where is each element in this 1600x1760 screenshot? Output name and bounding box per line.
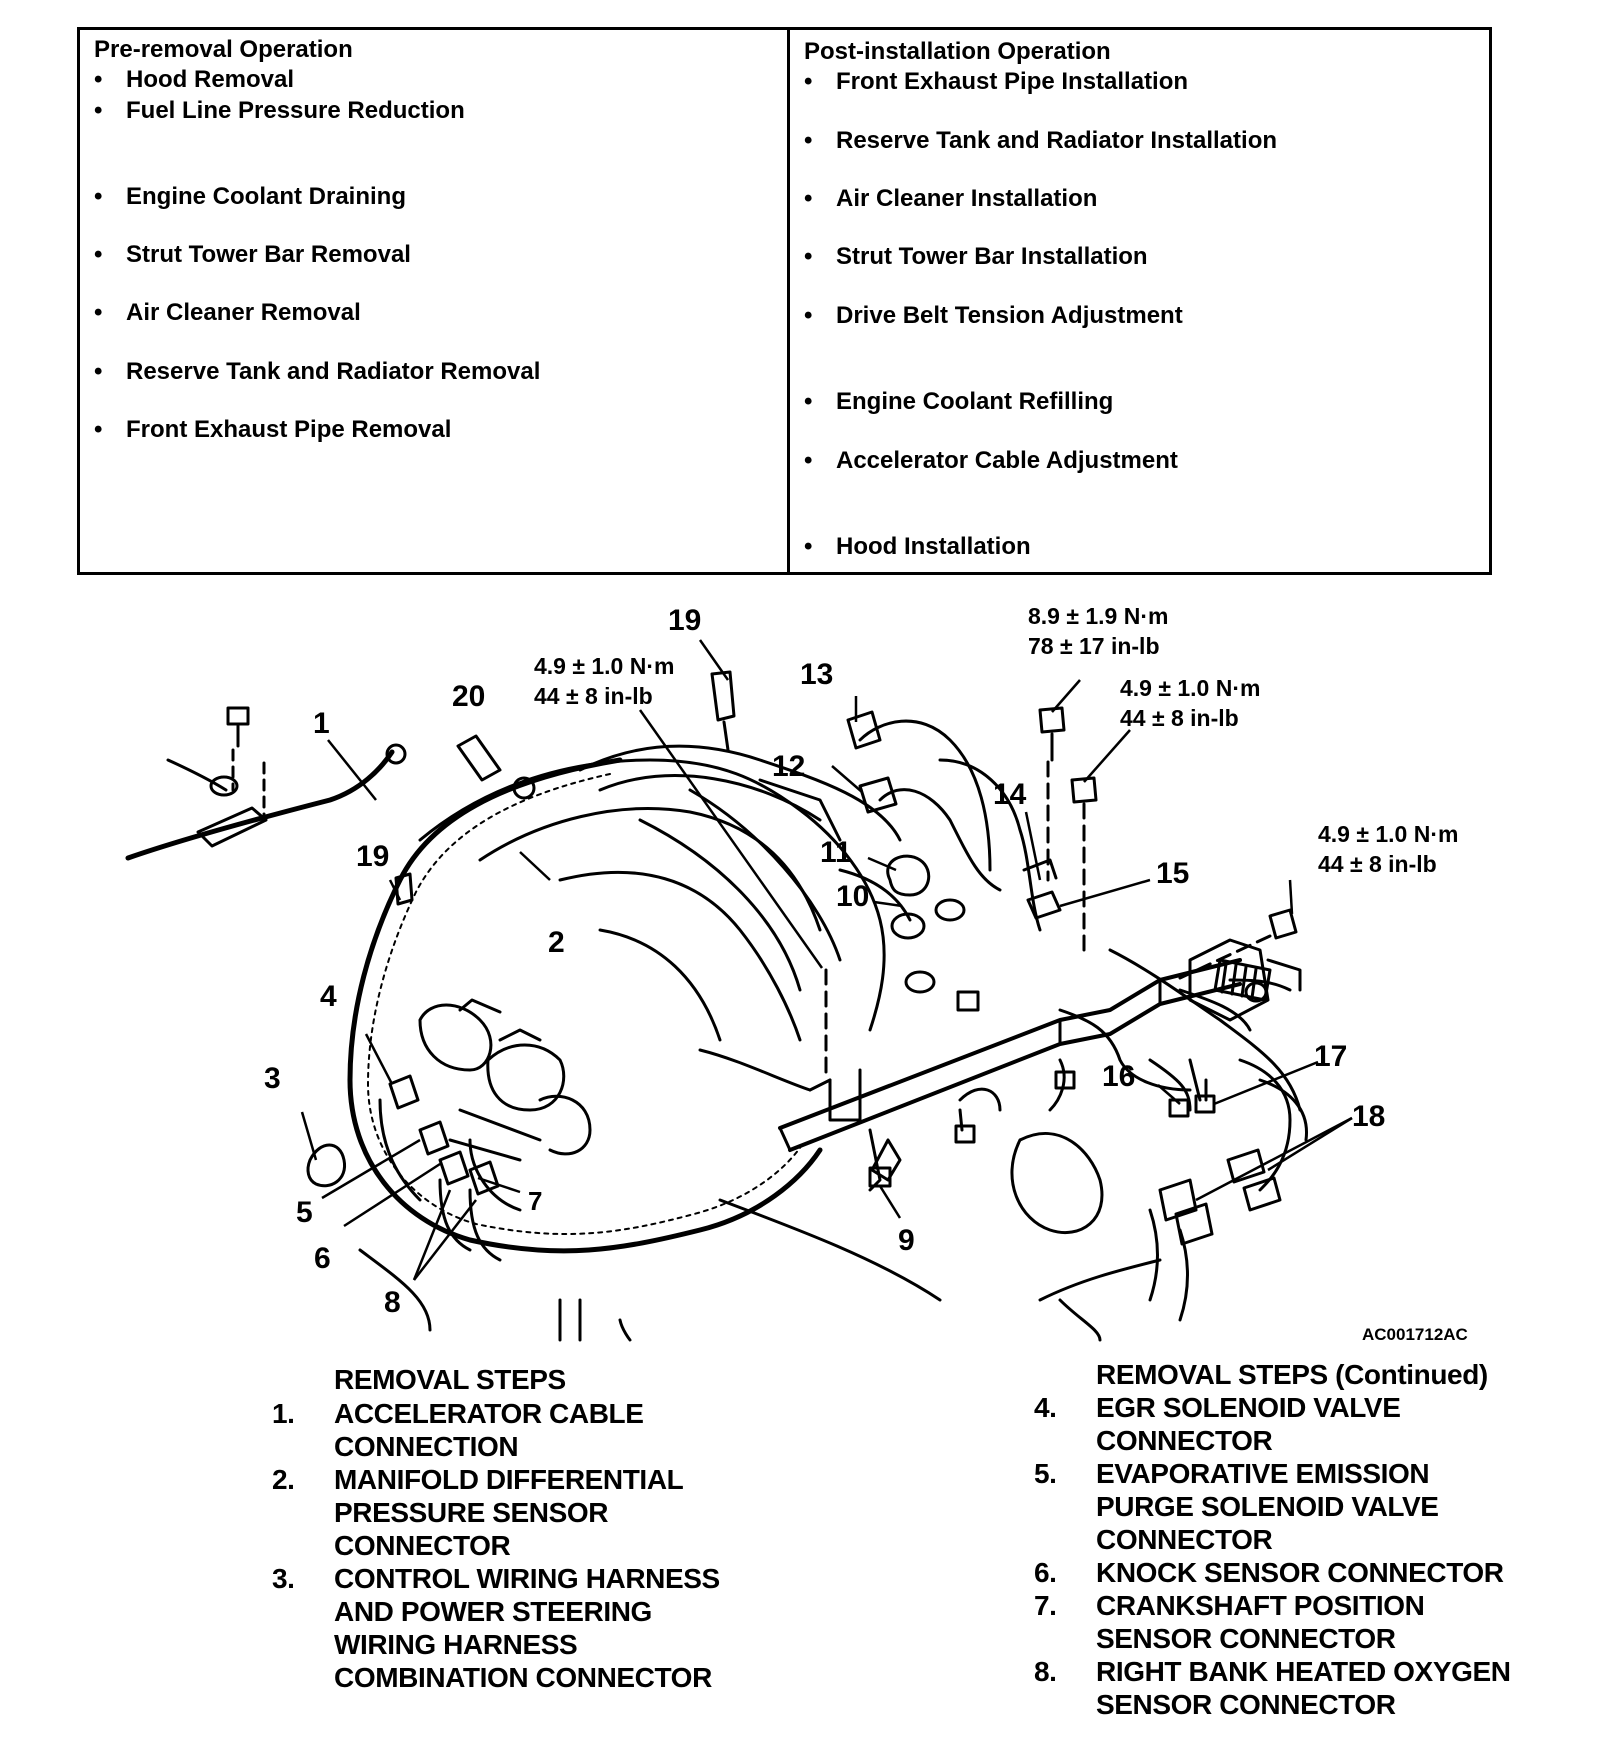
step-number: 5. (1034, 1458, 1057, 1489)
callout-2: 2 (548, 926, 565, 959)
callout-5: 5 (296, 1196, 313, 1229)
torque-spec-inlb: 44 ± 8 in-lb (1318, 851, 1437, 877)
callout-13: 13 (800, 658, 833, 691)
callout-18: 18 (1352, 1100, 1385, 1133)
step-text: CONNECTOR (1096, 1425, 1273, 1456)
engine-line-art (125, 670, 1308, 1342)
step-number: 3. (272, 1563, 295, 1594)
step-text: CONNECTOR (1096, 1524, 1273, 1555)
callout-19-top: 19 (668, 604, 701, 637)
post-installation-item: •Strut Tower Bar Installation (804, 243, 1148, 270)
step-number: 7. (1034, 1590, 1057, 1621)
callout-10: 10 (836, 880, 869, 913)
step-number: 4. (1034, 1392, 1057, 1423)
callout-6: 6 (314, 1242, 331, 1275)
step-text: PRESSURE SENSOR (334, 1497, 609, 1528)
callout-4: 4 (320, 980, 337, 1013)
leader-lines (300, 639, 1353, 1281)
post-installation-item: •Accelerator Cable Adjustment (804, 447, 1178, 474)
post-installation-item: •Hood Installation (804, 533, 1031, 560)
step-text: CONTROL WIRING HARNESS (334, 1563, 720, 1594)
torque-specs: 4.9 ± 1.0 N·m 44 ± 8 in-lb 8.9 ± 1.9 N·m… (534, 603, 1458, 877)
callout-14: 14 (993, 778, 1027, 811)
callout-20: 20 (452, 680, 485, 713)
post-installation-heading: Post-installation Operation (804, 38, 1111, 65)
step-number: 8. (1034, 1656, 1057, 1687)
step-text: SENSOR CONNECTOR (1096, 1689, 1396, 1720)
callout-15: 15 (1156, 857, 1189, 890)
step-text: AND POWER STEERING (334, 1596, 652, 1627)
post-installation-item: •Air Cleaner Installation (804, 185, 1098, 212)
step-text: ACCELERATOR CABLE (334, 1398, 644, 1429)
callout-3: 3 (264, 1062, 281, 1095)
callout-labels: 1 2 3 4 5 6 7 8 9 10 11 12 13 14 15 16 1… (264, 604, 1385, 1319)
removal-steps-continued-heading: REMOVAL STEPS (Continued) (1096, 1359, 1488, 1390)
step-text: COMBINATION CONNECTOR (334, 1662, 712, 1693)
callout-7: 7 (528, 1186, 542, 1216)
torque-spec-nm: 8.9 ± 1.9 N·m (1028, 603, 1168, 629)
step-text: CONNECTOR (334, 1530, 511, 1561)
callout-9: 9 (898, 1224, 915, 1257)
torque-spec-inlb: 44 ± 8 in-lb (534, 683, 653, 709)
pre-removal-item: •Air Cleaner Removal (94, 299, 361, 326)
step-number: 6. (1034, 1557, 1057, 1588)
step-number: 2. (272, 1464, 295, 1495)
callout-8: 8 (384, 1286, 401, 1319)
removal-steps-heading: REMOVAL STEPS (334, 1364, 566, 1395)
torque-spec-nm: 4.9 ± 1.0 N·m (1318, 821, 1458, 847)
pre-removal-item: •Hood Removal (94, 66, 295, 93)
step-text: WIRING HARNESS (334, 1629, 578, 1660)
step-text: CONNECTION (334, 1431, 519, 1462)
callout-12: 12 (772, 750, 805, 783)
figure-code: AC001712AC (1362, 1325, 1468, 1344)
table-divider (787, 30, 790, 572)
pre-removal-heading: Pre-removal Operation (94, 36, 353, 63)
callout-11: 11 (820, 836, 852, 869)
step-text: CRANKSHAFT POSITION (1096, 1590, 1425, 1621)
step-text: KNOCK SENSOR CONNECTOR (1096, 1557, 1504, 1588)
step-text: EGR SOLENOID VALVE (1096, 1392, 1401, 1423)
callout-1: 1 (313, 707, 330, 740)
step-text: SENSOR CONNECTOR (1096, 1623, 1396, 1654)
post-installation-item: •Reserve Tank and Radiator Installation (804, 127, 1278, 154)
step-text: EVAPORATIVE EMISSION (1096, 1458, 1430, 1489)
torque-spec-nm: 4.9 ± 1.0 N·m (534, 653, 674, 679)
pre-removal-item: •Fuel Line Pressure Reduction (94, 97, 465, 124)
torque-spec-inlb: 78 ± 17 in-lb (1028, 633, 1160, 659)
torque-spec-inlb: 44 ± 8 in-lb (1120, 705, 1239, 731)
post-installation-item: •Drive Belt Tension Adjustment (804, 302, 1183, 329)
step-text: PURGE SOLENOID VALVE (1096, 1491, 1439, 1522)
torque-spec-nm: 4.9 ± 1.0 N·m (1120, 675, 1260, 701)
step-text: MANIFOLD DIFFERENTIAL (334, 1464, 684, 1495)
callout-19-left: 19 (356, 840, 389, 873)
step-text: RIGHT BANK HEATED OXYGEN (1096, 1656, 1511, 1687)
pre-removal-item: •Reserve Tank and Radiator Removal (94, 358, 541, 385)
operations-table: Pre-removal Operation •Hood Removal •Fue… (77, 27, 1492, 575)
callout-17: 17 (1314, 1040, 1347, 1073)
post-installation-item: •Engine Coolant Refilling (804, 388, 1114, 415)
step-number: 1. (272, 1398, 295, 1429)
callout-16: 16 (1102, 1060, 1135, 1093)
pre-removal-item: •Front Exhaust Pipe Removal (94, 416, 452, 443)
pre-removal-item: •Strut Tower Bar Removal (94, 241, 411, 268)
pre-removal-item: •Engine Coolant Draining (94, 183, 406, 210)
post-installation-item: •Front Exhaust Pipe Installation (804, 68, 1189, 95)
